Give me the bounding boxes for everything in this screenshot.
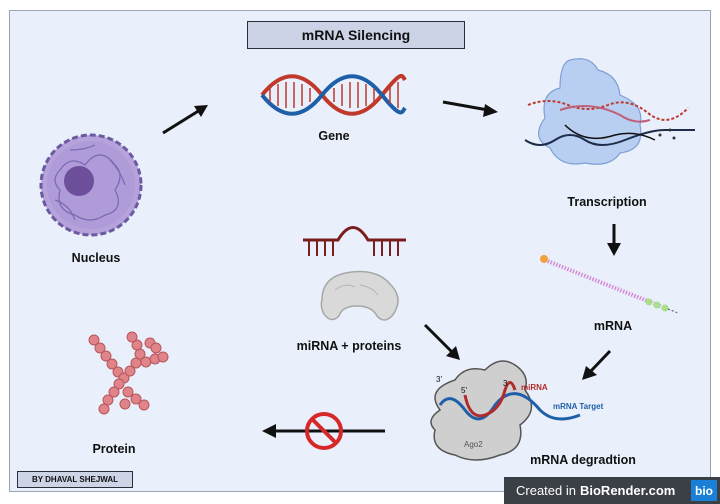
dna-helix-icon: [260, 73, 407, 116]
inhibit-icon: [305, 412, 343, 450]
label-protein: Protein: [92, 442, 136, 456]
diagram-title: mRNA Silencing: [247, 21, 465, 49]
label-mirna-proteins: miRNA + proteins: [296, 339, 402, 353]
arrow-gene-to-transcription: [442, 100, 498, 117]
rna-polymerase-icon: [524, 58, 695, 165]
annotation-5prime: 5': [461, 386, 467, 395]
protein-complex-icon: [320, 270, 399, 321]
annotation-mrna-target: mRNA Target: [553, 402, 604, 411]
mrna-strand-icon: [540, 255, 679, 314]
annotation-mirna: miRNA: [521, 383, 548, 392]
biorender-logo-icon: bio: [691, 480, 717, 501]
annotation-ago2: Ago2: [464, 440, 483, 449]
biorender-watermark[interactable]: Created in BioRender.com bio: [504, 477, 720, 504]
nucleus-icon: [39, 133, 143, 237]
protein-chain-icon: [88, 331, 169, 415]
arrow-transcription-to-mrna: [607, 224, 621, 256]
arrow-nucleus-to-gene: [162, 105, 208, 135]
label-nucleus: Nucleus: [71, 251, 121, 265]
brand-created-in: Created in: [516, 483, 576, 498]
arrow-mirna-to-degradation: [423, 323, 460, 360]
label-gene: Gene: [318, 129, 350, 143]
label-transcription: Transcription: [567, 195, 647, 209]
label-mrna-degradation: mRNA degradtion: [530, 453, 636, 467]
arrow-mrna-to-degradation: [582, 349, 612, 380]
arrow-degradation-to-protein: [262, 424, 385, 438]
annotation-3prime-a: 3': [436, 375, 442, 384]
label-mrna: mRNA: [593, 319, 633, 333]
annotation-3prime-b: 3: [503, 379, 508, 388]
ago2-complex-icon: [430, 360, 581, 461]
brand-name: BioRender.com: [579, 483, 676, 498]
mirna-hairpin-icon: [303, 226, 406, 256]
author-credit: BY DHAVAL SHEJWAL: [17, 471, 133, 488]
